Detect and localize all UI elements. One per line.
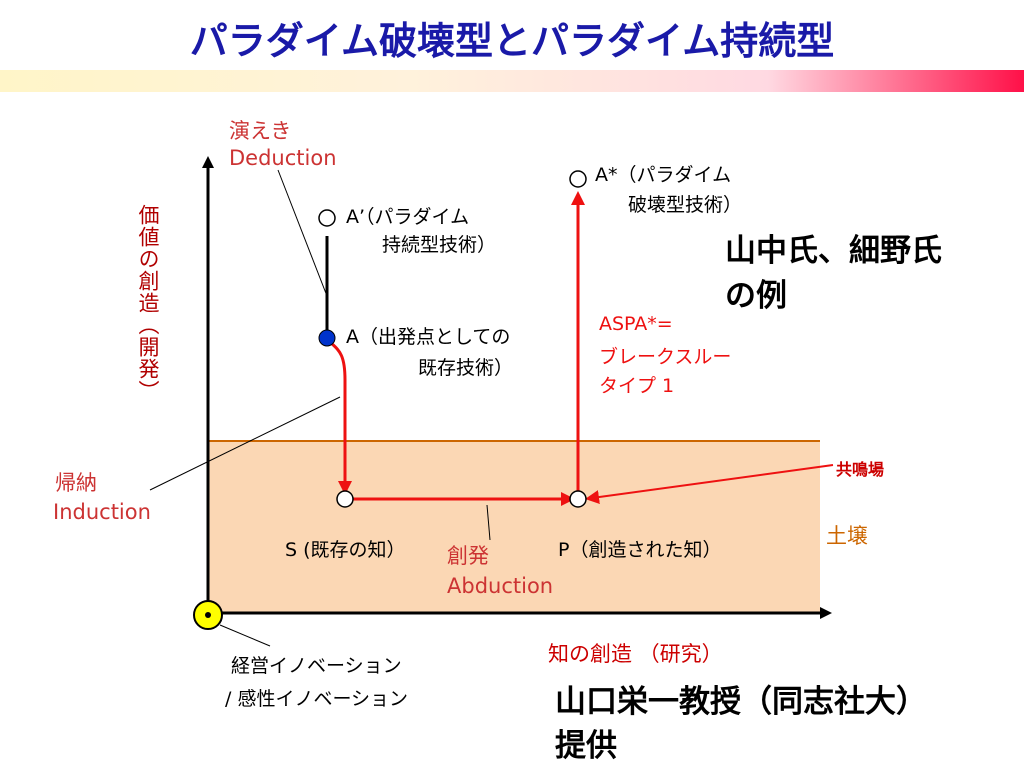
aspa-label-line3: タイプ 1 bbox=[599, 375, 675, 397]
p-label: P（創造された知） bbox=[558, 539, 722, 561]
resonance-pointer bbox=[585, 464, 834, 504]
s-label: S (既存の知） bbox=[285, 539, 406, 561]
origin-leader-line bbox=[219, 624, 271, 647]
node-a-star bbox=[569, 170, 587, 188]
origin-label-line2: / 感性イノベーション bbox=[225, 688, 409, 710]
page-title: パラダイム破壊型とパラダイム持続型 bbox=[189, 19, 835, 63]
a-star-label-line1: A*（パラダイム bbox=[595, 164, 732, 186]
node-a bbox=[318, 329, 336, 347]
a-label-line2: 既存技術） bbox=[418, 357, 514, 379]
credit-label-line2: 提供 bbox=[555, 728, 617, 764]
deduction-label-jp: 演えき bbox=[229, 119, 292, 143]
abduction-label-en: Abduction bbox=[447, 574, 554, 598]
node-p bbox=[569, 490, 587, 508]
abduction-leader-line bbox=[486, 504, 491, 541]
induction-leader-line bbox=[149, 396, 341, 491]
x-axis-label: 知の創造 （研究） bbox=[548, 642, 723, 666]
a-prime-label-line1: A’（パラダイム bbox=[346, 206, 470, 228]
resonance-label: 共鳴場 bbox=[836, 460, 885, 479]
deduction-label-en: Deduction bbox=[229, 146, 337, 170]
aspa-label-line2: ブレークスルー bbox=[599, 346, 732, 368]
deduction-leader-line bbox=[277, 169, 328, 297]
node-a-prime bbox=[318, 209, 336, 227]
origin-label-line1: 経営イノベーション bbox=[231, 655, 402, 677]
a-label-line1: A（出発点としての bbox=[346, 326, 511, 348]
induction-label-en: Induction bbox=[53, 500, 151, 524]
y-axis-label: 価値の創造（開発） bbox=[136, 204, 160, 402]
soil-region bbox=[208, 441, 820, 613]
node-s bbox=[336, 490, 354, 508]
title-gradient-bar bbox=[0, 70, 1024, 92]
example-label-line1: 山中氏、細野氏 bbox=[725, 233, 942, 269]
example-label-line2: の例 bbox=[725, 278, 787, 314]
credit-label-line1: 山口栄一教授（同志社大） bbox=[555, 684, 927, 720]
aspa-label-line1: ASPA*= bbox=[599, 313, 673, 335]
a-star-label-line2: 破壊型技術） bbox=[628, 194, 743, 216]
a-prime-label-line2: 持続型技術） bbox=[382, 234, 497, 256]
origin-dot bbox=[205, 612, 211, 618]
soil-label: 土壌 bbox=[826, 524, 868, 548]
abduction-label-jp: 創発 bbox=[447, 544, 489, 568]
induction-label-jp: 帰納 bbox=[55, 471, 97, 495]
